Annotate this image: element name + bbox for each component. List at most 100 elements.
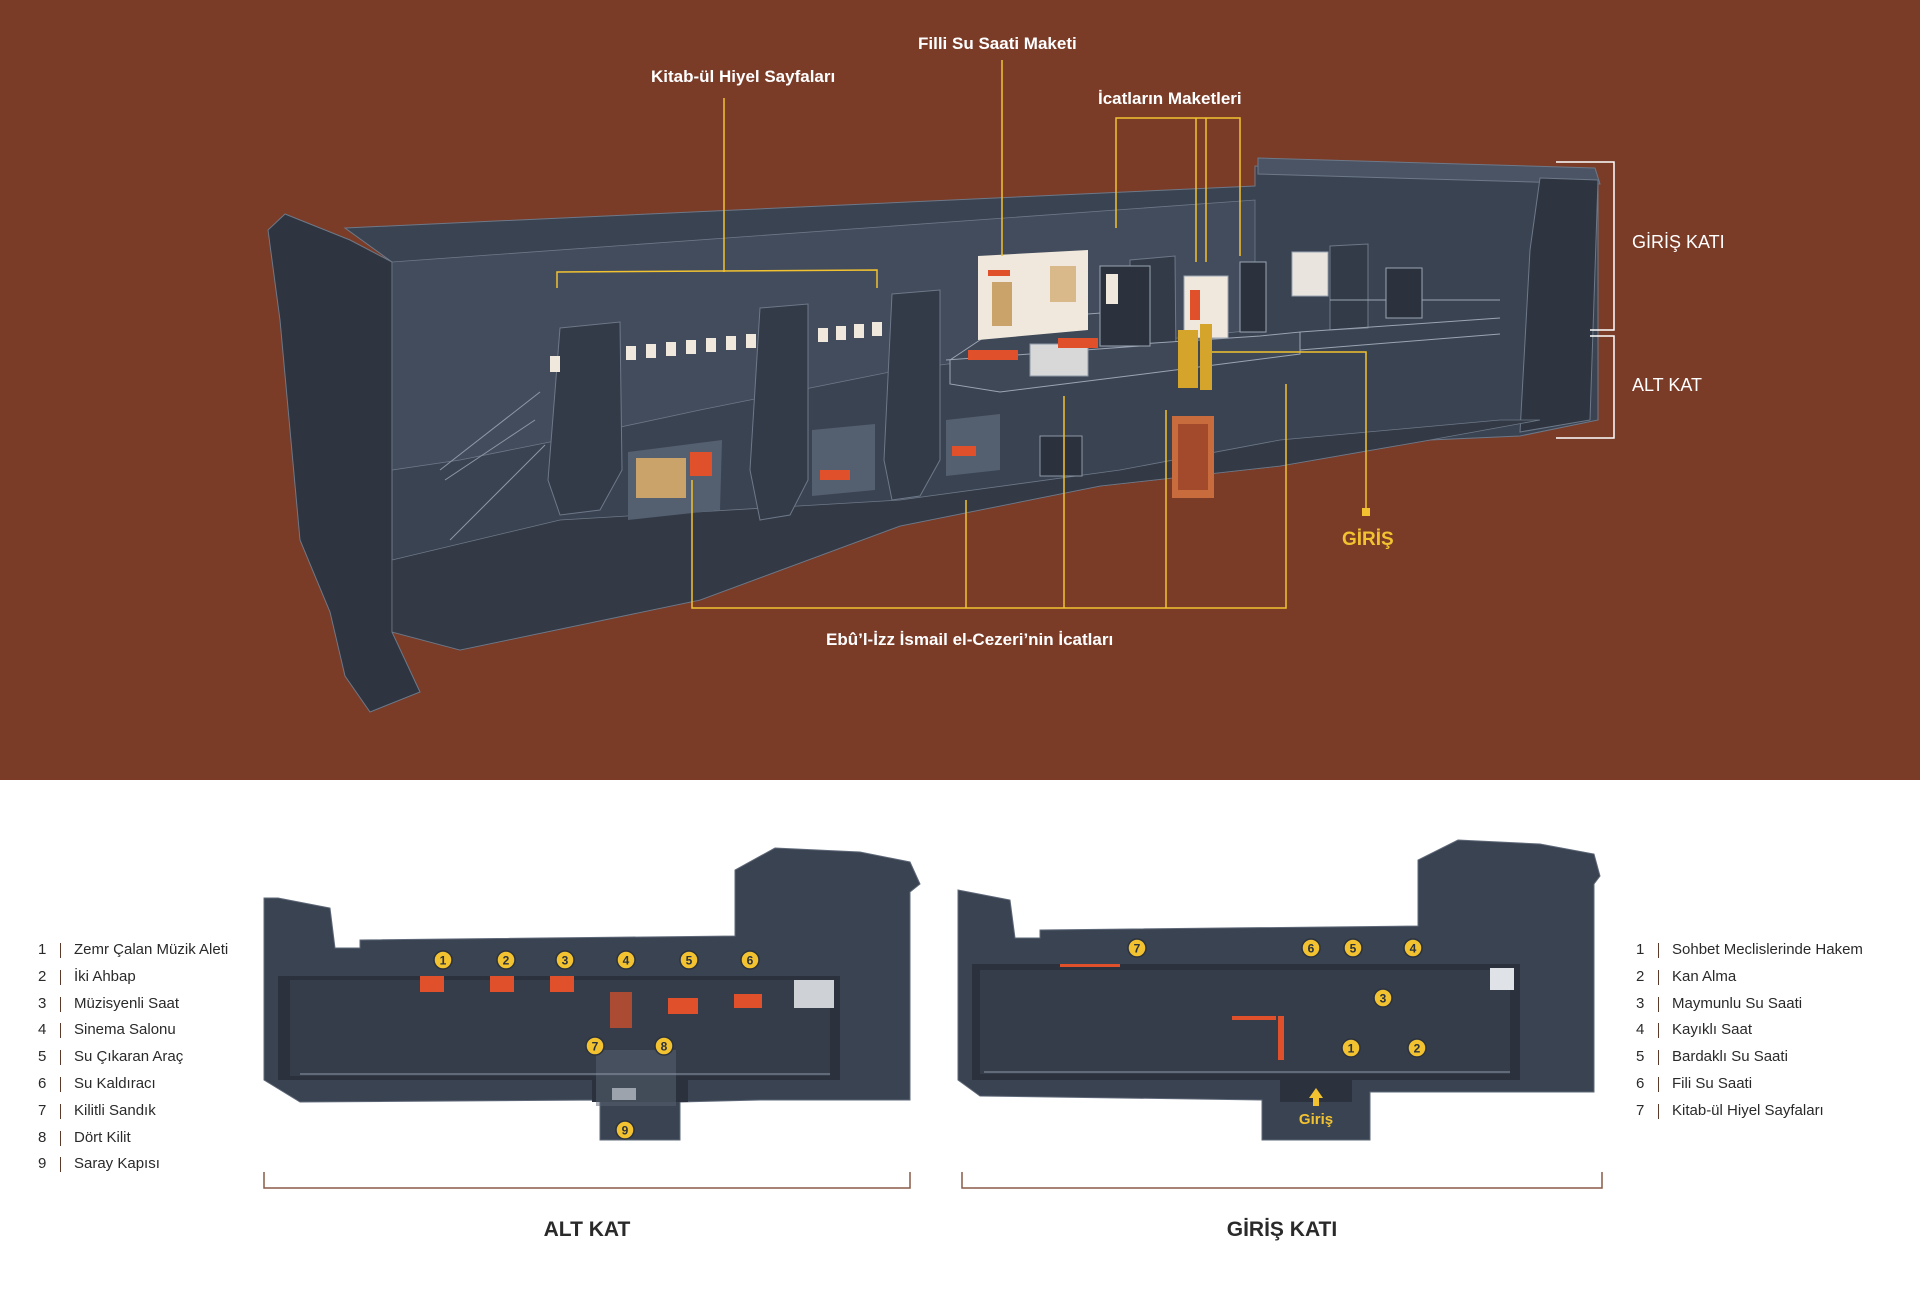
legend-label: Kitab-ül Hiyel Sayfaları xyxy=(1672,1101,1824,1119)
legend-divider xyxy=(60,1023,61,1039)
alt-kat-markers: 1 2 3 4 5 6 7 8 9 xyxy=(433,950,760,1140)
legend-divider xyxy=(1658,1103,1659,1119)
legend-label: Zemr Çalan Müzik Aleti xyxy=(74,941,229,958)
legend-divider xyxy=(60,996,61,1012)
lower-displays xyxy=(628,414,1214,520)
legend-divider xyxy=(60,1076,61,1092)
callout-giris: GİRİŞ xyxy=(1342,529,1394,550)
legend-number: 5 xyxy=(38,1048,47,1066)
floor-brackets xyxy=(1556,161,1615,439)
cutaway-view: Kitab-ül Hiyel Sayfaları Filli Su Saati … xyxy=(0,0,1920,780)
plan-marker-2: 2 xyxy=(1407,1038,1427,1058)
legend-number: 2 xyxy=(38,967,47,985)
alt-kat-title: ALT KAT xyxy=(543,1218,631,1241)
legend-divider xyxy=(60,969,61,985)
legend-number: 8 xyxy=(38,1128,47,1146)
legend-label: Kilitli Sandık xyxy=(74,1101,156,1119)
legend-divider xyxy=(1658,969,1659,985)
svg-text:3: 3 xyxy=(1380,992,1387,1006)
svg-text:6: 6 xyxy=(747,954,754,968)
entrance-arrow xyxy=(1309,1088,1323,1106)
giris-kati-markers: 1 2 3 4 5 6 7 xyxy=(1127,938,1427,1058)
legend-label: Maymunlu Su Saati xyxy=(1672,994,1803,1012)
callout-filli: Filli Su Saati Maketi xyxy=(918,34,1077,53)
legend-number: 1 xyxy=(38,941,47,958)
upper-displays xyxy=(968,250,1423,390)
plan-marker-6: 6 xyxy=(740,950,760,970)
legend-number: 2 xyxy=(1636,967,1645,985)
plan-marker-6: 6 xyxy=(1301,938,1321,958)
svg-text:9: 9 xyxy=(622,1124,629,1138)
left-staircase xyxy=(439,391,546,541)
floor-label-upper: GİRİŞ KATI xyxy=(1632,232,1725,252)
legend-number: 1 xyxy=(1636,941,1645,958)
plans-svg: 1 2 3 4 5 6 7 8 9 1 2 3 4 5 6 7 Giriş xyxy=(263,839,1603,1189)
plan-marker-3: 3 xyxy=(555,950,575,970)
legend-divider xyxy=(60,1157,61,1173)
legend-label: Sohbet Meclislerinde Hakem xyxy=(1672,941,1863,958)
svg-text:7: 7 xyxy=(592,1040,599,1054)
plan-marker-4: 4 xyxy=(616,950,636,970)
legend-label: Su Kaldıracı xyxy=(74,1074,156,1092)
entrance-label: Giriş xyxy=(1299,1111,1333,1128)
callout-kitab: Kitab-ül Hiyel Sayfaları xyxy=(651,67,835,86)
legend-divider xyxy=(60,1050,61,1066)
legend-number: 4 xyxy=(1636,1021,1645,1039)
legend-label: Saray Kapısı xyxy=(74,1155,160,1173)
legend-label: Su Çıkaran Araç xyxy=(74,1048,184,1066)
legend-number: 4 xyxy=(38,1021,47,1039)
legend-label: Kayıklı Saat xyxy=(1672,1021,1753,1039)
alt-kat-plan xyxy=(263,847,921,1141)
svg-text:1: 1 xyxy=(1348,1042,1355,1056)
legend-number: 3 xyxy=(1636,994,1645,1012)
svg-text:2: 2 xyxy=(503,954,510,968)
legend-divider xyxy=(60,1103,61,1119)
plan-marker-8: 8 xyxy=(654,1036,674,1056)
plan-marker-7: 7 xyxy=(1127,938,1147,958)
callout-ebul: Ebû’l-İzz İsmail el-Cezeri’nin İcatları xyxy=(826,630,1113,649)
legend-label: İki Ahbap xyxy=(74,967,136,985)
svg-text:1: 1 xyxy=(440,954,447,968)
legend-number: 3 xyxy=(38,994,47,1012)
alt-kat-bracket xyxy=(263,1172,911,1189)
svg-text:5: 5 xyxy=(1350,942,1357,956)
svg-text:7: 7 xyxy=(1134,942,1141,956)
svg-text:8: 8 xyxy=(661,1040,668,1054)
giris-kati-plan xyxy=(957,839,1601,1141)
plan-marker-5: 5 xyxy=(1343,938,1363,958)
svg-text:4: 4 xyxy=(623,954,630,968)
legend-divider xyxy=(60,943,61,958)
legend-divider xyxy=(1658,943,1659,958)
legend-label: Dört Kilit xyxy=(74,1128,131,1146)
legend-number: 6 xyxy=(38,1074,47,1092)
svg-text:4: 4 xyxy=(1410,942,1417,956)
svg-text:3: 3 xyxy=(562,954,569,968)
plan-marker-3: 3 xyxy=(1373,988,1393,1008)
legend-number: 5 xyxy=(1636,1048,1645,1066)
plan-marker-2: 2 xyxy=(496,950,516,970)
legend-number: 7 xyxy=(1636,1101,1645,1119)
plan-marker-1: 1 xyxy=(1341,1038,1361,1058)
legend-number: 7 xyxy=(38,1101,47,1119)
pillars xyxy=(547,243,1369,521)
cutaway-svg: Kitab-ül Hiyel Sayfaları Filli Su Saati … xyxy=(0,0,1920,780)
plan-marker-7: 7 xyxy=(585,1036,605,1056)
legend-divider xyxy=(1658,1023,1659,1039)
legend-label: Sinema Salonu xyxy=(74,1021,176,1039)
legend-label: Fili Su Saati xyxy=(1672,1074,1753,1092)
callout-icatlarin: İcatların Maketleri xyxy=(1098,89,1242,108)
plan-marker-9: 9 xyxy=(615,1120,635,1140)
plan-marker-1: 1 xyxy=(433,950,453,970)
legend-label: Kan Alma xyxy=(1672,967,1737,985)
legend-number: 6 xyxy=(1636,1074,1645,1092)
svg-text:6: 6 xyxy=(1308,942,1315,956)
gallery-frames xyxy=(550,322,882,372)
legend-label: Müzisyenli Saat xyxy=(74,994,180,1012)
svg-text:5: 5 xyxy=(686,954,693,968)
legend-divider xyxy=(1658,1050,1659,1066)
legend-number: 9 xyxy=(38,1155,47,1173)
legend-label: Bardaklı Su Saati xyxy=(1672,1048,1788,1066)
plan-marker-5: 5 xyxy=(679,950,699,970)
